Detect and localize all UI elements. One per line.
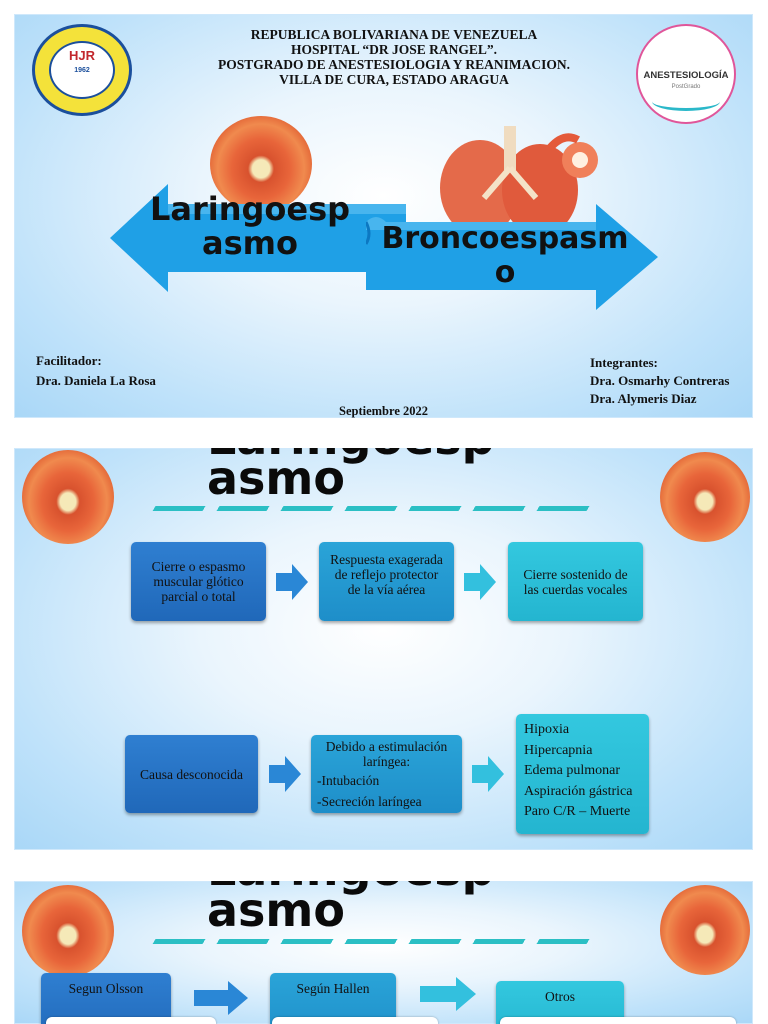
laryngospasm-definition-slide: Laringoesp asmo Cierre o espasmo muscula… <box>14 448 753 850</box>
bronchospasm-label: Broncoespasm o <box>381 221 629 290</box>
laryngospasm-classification-slide: Laringoesp asmo Segun Olsson Según Halle… <box>14 881 753 1024</box>
members-title: Integrantes: <box>590 355 658 370</box>
consequence-item: Hipercapnia <box>524 742 593 758</box>
flow-arrow-icon <box>194 981 248 1015</box>
consequence-item: Hipoxia <box>524 722 570 737</box>
title-underline <box>152 506 596 511</box>
flow-box-cause: Causa desconocida <box>125 735 258 813</box>
slide-title-cut: Laringoesp <box>207 448 495 462</box>
flow-box-response: Respuesta exagerada de reflejo protector… <box>319 542 454 621</box>
title-underline <box>152 939 596 944</box>
members-block: Integrantes: Dra. Osmarhy Contreras Dra.… <box>590 354 730 408</box>
left-arrow-shape <box>110 184 406 292</box>
flow-arrow-icon <box>464 564 496 600</box>
slide-title: asmo <box>207 883 345 937</box>
flow-arrow-icon <box>276 564 308 600</box>
larynx-image-left <box>22 885 114 977</box>
flow-arrow-icon <box>472 756 504 792</box>
larynx-image-right <box>660 885 750 975</box>
larynx-image <box>210 116 312 212</box>
member-name: Dra. Osmarhy Contreras <box>590 373 730 388</box>
classification-box-others: Otros <box>496 981 624 1024</box>
classification-box-hallen: Según Hallen <box>270 973 396 1024</box>
right-arrow-shape <box>366 204 658 310</box>
header-line: POSTGRADO DE ANESTESIOLOGIA Y REANIMACIO… <box>218 57 570 72</box>
consequence-item: Edema pulmonar <box>524 763 621 778</box>
facilitator-name: Dra. Daniela La Rosa <box>36 373 156 388</box>
institution-header: REPUBLICA BOLIVARIANA DE VENEZUELA HOSPI… <box>174 27 614 87</box>
content-card <box>46 1017 216 1024</box>
lungs-image <box>440 126 598 236</box>
member-name: Dra. Alymeris Diaz <box>590 391 697 406</box>
flow-box-definition: Cierre o espasmo muscular glótico parcia… <box>131 542 266 621</box>
slide-title-cut: Laringoesp <box>207 881 495 893</box>
header-line: VILLA DE CURA, ESTADO ARAGUA <box>279 72 509 87</box>
content-card <box>500 1017 736 1024</box>
presentation-date: Septiembre 2022 <box>339 404 428 418</box>
flow-arrow-icon <box>269 756 301 792</box>
flow-box-stimulation: Debido a estimulación laríngea: -Intubac… <box>311 735 462 813</box>
classification-box-olsson: Segun Olsson <box>41 973 171 1024</box>
flow-box-closure: Cierre sostenido de las cuerdas vocales <box>508 542 643 621</box>
facilitator-title: Facilitador: <box>36 353 102 368</box>
slide-title: asmo <box>207 451 345 505</box>
flow-box-consequences: Hipoxia Hipercapnia Edema pulmonar Aspir… <box>516 714 649 834</box>
anesthesiology-logo: ANESTESIOLOGÍA PostGrado <box>636 24 736 124</box>
facilitator-block: Facilitador: Dra. Daniela La Rosa <box>36 352 156 390</box>
title-slide: HJR 1962 REPUBLICA BOLIVARIANA DE VENEZU… <box>14 14 753 418</box>
laryngospasm-label: Laringoesp asmo <box>149 190 351 262</box>
content-card <box>272 1017 438 1024</box>
larynx-image-right <box>660 452 750 542</box>
larynx-image-left <box>22 450 114 544</box>
consequence-item: Aspiración gástrica <box>524 783 633 799</box>
flow-arrow-icon <box>420 977 476 1011</box>
header-line: HOSPITAL “DR JOSE RANGEL”. <box>290 42 498 57</box>
header-line: REPUBLICA BOLIVARIANA DE VENEZUELA <box>250 27 538 42</box>
consequence-item: Paro C/R – Muerte <box>524 804 631 819</box>
hospital-logo: HJR 1962 <box>32 24 132 116</box>
